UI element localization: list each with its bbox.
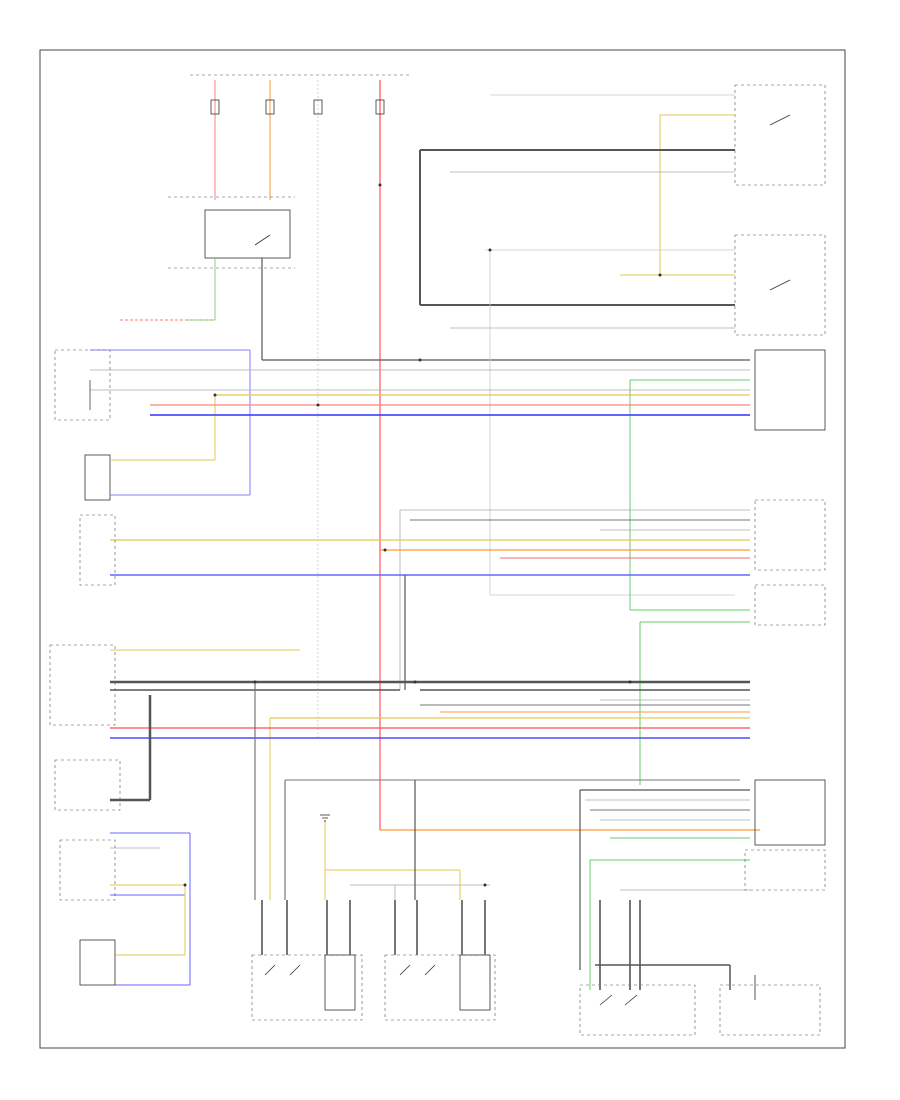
diagram-frame: [39, 49, 846, 1049]
seat-heater-elements: [251, 779, 740, 1021]
power-feed-group: [190, 74, 760, 831]
passenger-heater-box: [251, 954, 363, 1021]
relay-switch: [254, 234, 271, 246]
left-rear-heater-switch: [59, 832, 191, 986]
right-rear-switch-top: [419, 84, 826, 305]
rear-heater-elements: [579, 900, 821, 1036]
switch-box-top: [734, 84, 826, 186]
fuse-2: [265, 99, 275, 115]
module-box-1: [754, 349, 826, 431]
right-rear-switch-mid: [420, 234, 826, 596]
rear-switch-box-right: [630, 584, 826, 785]
left-switch-box-7: [79, 939, 116, 986]
left-switch-box-5: [54, 759, 121, 811]
fuse-4: [375, 99, 385, 115]
left-switch-box-4: [49, 644, 116, 726]
switch-box-mid: [734, 234, 826, 336]
left-switch-box-6: [59, 839, 116, 901]
passenger-heated-switch-left: [54, 759, 121, 811]
fuse-3: [313, 99, 323, 115]
ground-symbol: [320, 814, 330, 822]
rear-heater-box-1: [579, 984, 696, 1036]
seat-heater-relay: [168, 196, 750, 361]
module-box-3: [754, 584, 826, 626]
left-switch-box-3: [79, 514, 116, 586]
module-box-2: [754, 499, 826, 571]
relay-box: [204, 209, 291, 259]
left-switch-box-2: [84, 454, 111, 501]
left-connector-2: [84, 454, 250, 501]
left-seat-control-module: [49, 644, 750, 900]
passenger-seat-control-module: [79, 499, 826, 690]
module-box-4: [754, 779, 826, 846]
right-seat-control-module: [54, 349, 826, 610]
fuse-1: [210, 99, 220, 115]
driver-heater-box: [384, 954, 496, 1021]
rear-heater-box-2: [719, 984, 821, 1036]
rear-seat-heater-module: [579, 779, 826, 990]
junction-dots: [183, 183, 662, 887]
left-switch-box-1: [54, 349, 111, 421]
module-box-5: [744, 849, 826, 891]
